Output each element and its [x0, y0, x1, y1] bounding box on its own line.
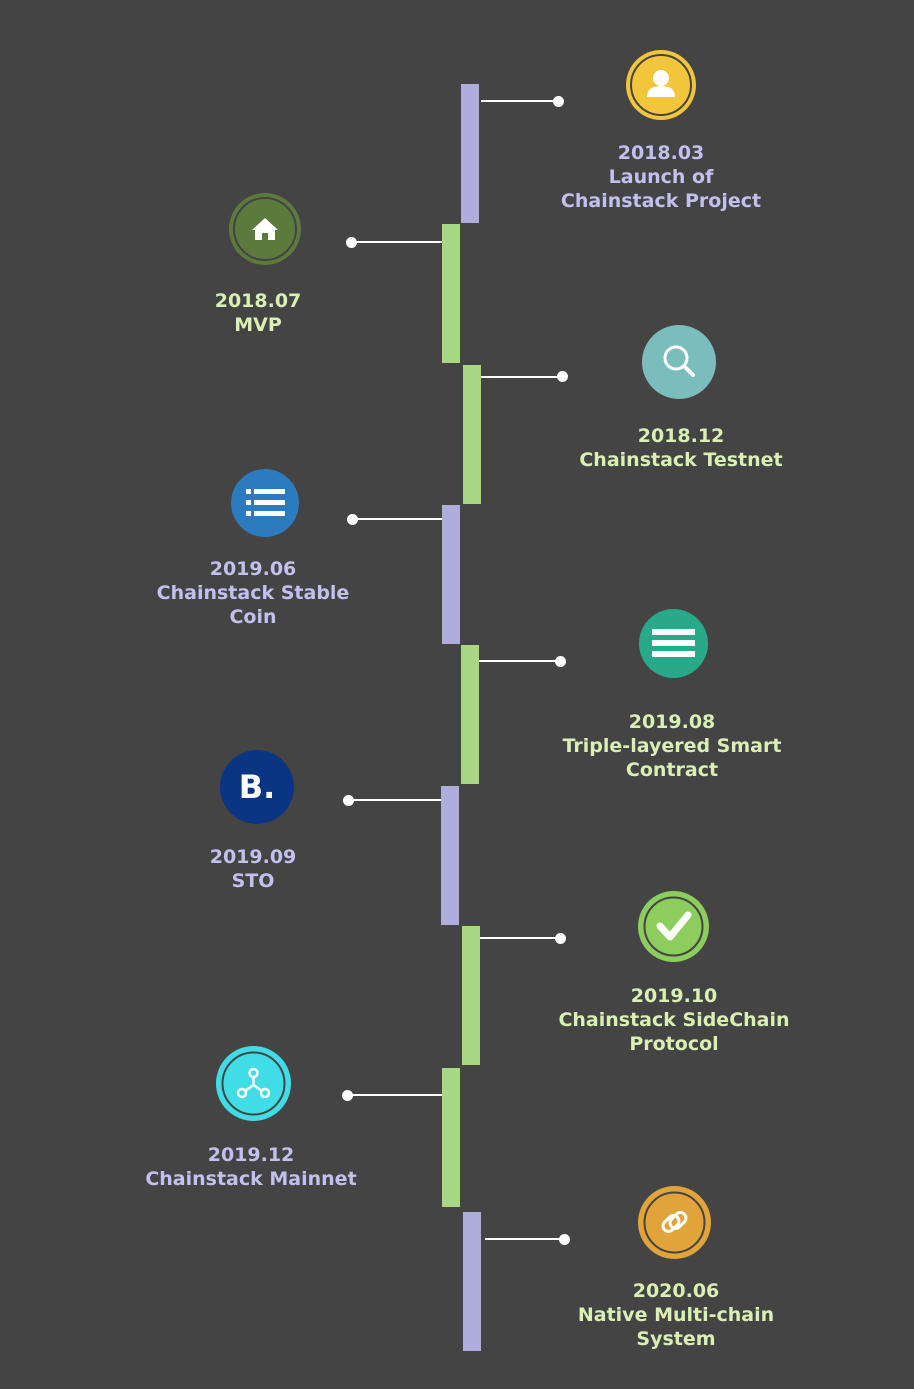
milestone-title-line: Native Multi-chain [577, 1304, 775, 1326]
connector-line [481, 376, 563, 378]
milestone-title-line: Protocol [629, 1033, 719, 1055]
checkmark-icon [638, 891, 709, 962]
connector-line [480, 937, 561, 939]
timeline-segment [442, 224, 460, 363]
connector-dot [553, 96, 564, 107]
milestone-label: 2018.07 MVP [128, 289, 388, 337]
milestone-label: 2018.12 Chainstack Testnet [551, 424, 811, 472]
connector-line [348, 1094, 442, 1096]
connector-line [353, 518, 442, 520]
connector-dot [347, 514, 358, 525]
timeline-segment [461, 645, 479, 784]
milestone-date: 2019.08 [628, 711, 716, 733]
link-icon [638, 1186, 711, 1259]
menu-icon [639, 609, 708, 678]
home-icon [229, 193, 301, 265]
timeline-segment [463, 365, 481, 504]
milestone-label: 2018.03 Launch of Chainstack Project [531, 141, 791, 213]
milestone-label: 2020.06 Native Multi-chain System [546, 1279, 806, 1351]
milestone-date: 2018.03 [617, 142, 705, 164]
connector-line [481, 100, 559, 102]
user-icon [626, 50, 696, 120]
connector-line [349, 799, 441, 801]
search-icon [642, 325, 716, 399]
milestone-date: 2018.12 [637, 425, 725, 447]
timeline-segment [441, 786, 459, 925]
milestone-title-line: MVP [234, 314, 282, 336]
connector-dot [346, 237, 357, 248]
milestone-label: 2019.10 Chainstack SideChain Protocol [544, 984, 804, 1056]
milestone-label: 2019.06 Chainstack Stable Coin [123, 557, 383, 629]
connector-line [479, 660, 561, 662]
connector-dot [559, 1234, 570, 1245]
milestone-title-line: Coin [229, 606, 277, 628]
milestone-title-line: STO [231, 870, 275, 892]
connector-line [485, 1238, 565, 1240]
milestone-title-line: Chainstack Project [560, 190, 762, 212]
milestone-date: 2019.10 [630, 985, 718, 1007]
milestone-title-line: Contract [625, 759, 719, 781]
timeline-segment [461, 84, 479, 223]
milestone-title-line: Chainstack Testnet [579, 449, 783, 471]
svg-text:B.: B. [239, 768, 276, 806]
connector-dot [555, 656, 566, 667]
timeline-segment [442, 1068, 460, 1207]
milestone-title-line: Launch of [608, 166, 714, 188]
milestone-title-line: Chainstack SideChain [558, 1009, 790, 1031]
list-icon [231, 469, 299, 537]
network-icon [216, 1046, 291, 1121]
milestone-date: 2018.07 [214, 290, 302, 312]
connector-dot [343, 795, 354, 806]
b-dot-logo-icon: B. [220, 750, 294, 824]
connector-dot [342, 1090, 353, 1101]
timeline-segment [442, 505, 460, 644]
milestone-label: 2019.09 STO [123, 845, 383, 893]
milestone-date: 2019.06 [209, 558, 297, 580]
timeline-segment [462, 926, 480, 1065]
milestone-date: 2019.12 [207, 1144, 295, 1166]
milestone-label: 2019.08 Triple-layered Smart Contract [542, 710, 802, 782]
milestone-title-line: Chainstack Mainnet [145, 1168, 357, 1190]
milestone-date: 2019.09 [209, 846, 297, 868]
timeline-segment [463, 1212, 481, 1351]
connector-line [351, 241, 442, 243]
connector-dot [557, 371, 568, 382]
milestone-title-line: Triple-layered Smart [562, 735, 782, 757]
milestone-label: 2019.12 Chainstack Mainnet [121, 1143, 381, 1191]
milestone-date: 2020.06 [632, 1280, 720, 1302]
milestone-title-line: System [636, 1328, 716, 1350]
milestone-title-line: Chainstack Stable [156, 582, 350, 604]
connector-dot [555, 933, 566, 944]
